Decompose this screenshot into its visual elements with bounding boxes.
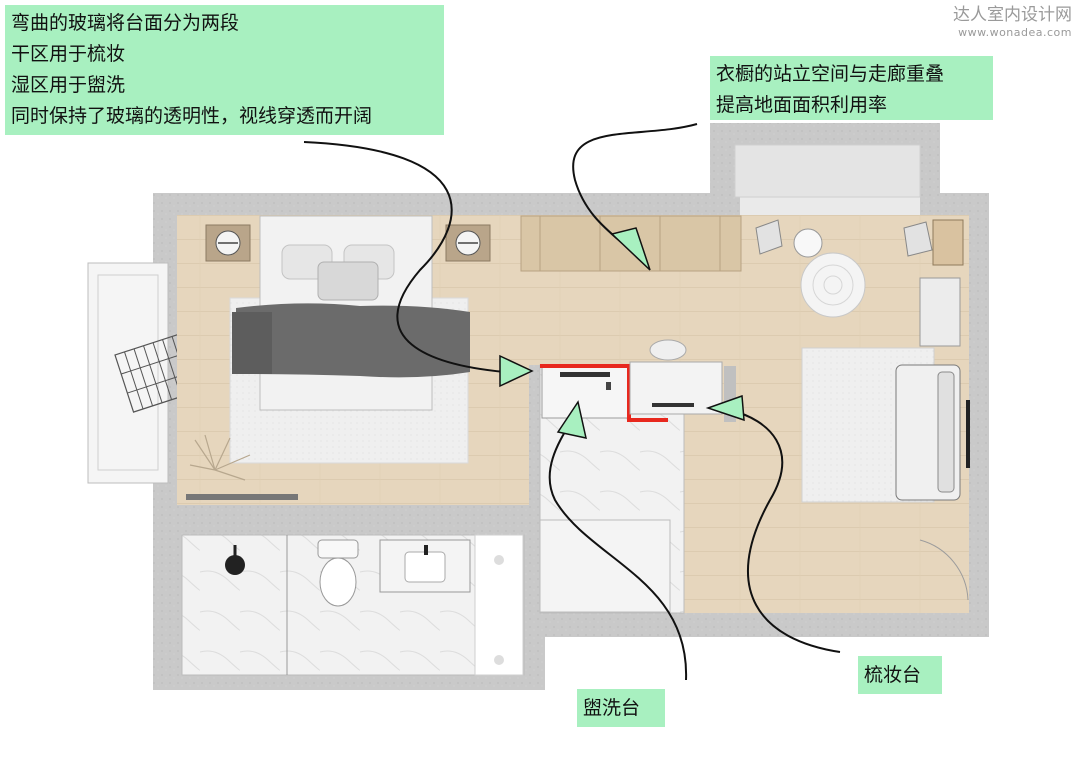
sofa-icon <box>895 364 970 501</box>
cabinet <box>919 277 961 347</box>
callout-line: 提高地面面积利用率 <box>716 94 888 116</box>
sink-icon <box>379 539 471 593</box>
callout-line: 干区用于梳妆 <box>11 43 126 65</box>
label-vanity-text: 盥洗台 <box>583 697 641 719</box>
callout-closet: 衣橱的站立空间与走廊重叠 提高地面面积利用率 <box>710 56 993 120</box>
callout-line: 衣橱的站立空间与走廊重叠 <box>716 63 945 85</box>
nightstand-icon <box>205 224 491 262</box>
callout-line: 湿区用于盥洗 <box>11 74 126 96</box>
bed-icon <box>232 215 470 411</box>
door-swing <box>919 539 969 601</box>
callout-arrows <box>303 123 841 681</box>
wet-area <box>539 364 685 614</box>
dresser <box>629 339 736 422</box>
glass-divider <box>540 364 668 422</box>
callout-glass: 弯曲的玻璃将台面分为两段 干区用于梳妆 湿区用于盥洗 同时保持了玻璃的透明性，视… <box>5 5 444 135</box>
watermark-brand: 达人室内设计网 <box>953 5 1072 25</box>
callout-line: 弯曲的玻璃将台面分为两段 <box>11 12 240 34</box>
balcony <box>87 262 191 484</box>
callout-line: 同时保持了玻璃的透明性，视线穿透而开阔 <box>11 105 373 127</box>
floor-trim <box>186 494 298 500</box>
label-dresser-text: 梳妆台 <box>864 664 922 686</box>
label-dresser: 梳妆台 <box>858 656 942 694</box>
plant-icon <box>189 434 251 481</box>
watermark-url: www.wonadea.com <box>958 26 1072 39</box>
watermark: 达人室内设计网 www.wonadea.com <box>953 4 1072 40</box>
round-table-icon <box>793 228 866 318</box>
label-vanity: 盥洗台 <box>577 689 665 727</box>
armchair-icon <box>755 219 933 257</box>
side-shelf <box>932 219 964 266</box>
